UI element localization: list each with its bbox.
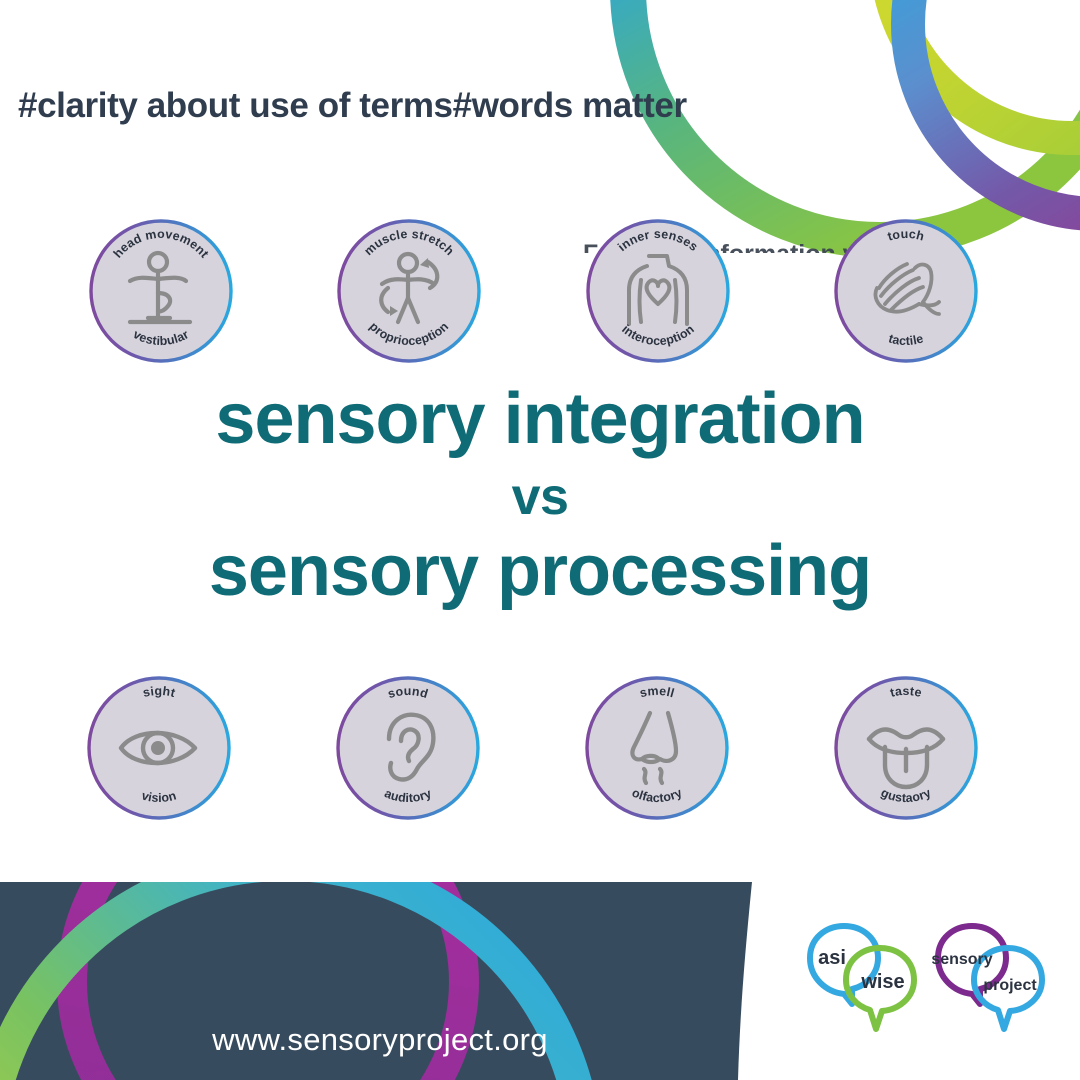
sense-top-label: sound xyxy=(386,684,430,701)
footer-arc-purple xyxy=(57,882,479,1080)
circle-ring xyxy=(834,219,978,363)
sense-top-label: touch xyxy=(886,227,926,244)
sense-circle-proprioception[interactable]: muscle stretch proprioception xyxy=(336,218,482,364)
sense-top-label: sight xyxy=(141,684,176,700)
sense-circle-tactile[interactable]: touch tactile xyxy=(833,218,979,364)
circle-ring xyxy=(585,676,729,820)
circle-ring xyxy=(336,676,480,820)
sense-top-label: taste xyxy=(889,684,923,700)
ring-yellow-green xyxy=(874,0,1080,155)
logo-project-label: project xyxy=(983,977,1037,994)
balancing-person-icon xyxy=(127,250,193,325)
ring-blue-purple xyxy=(891,0,1080,231)
asi-bubble xyxy=(807,923,881,1007)
sense-circle-auditory[interactable]: sound auditory xyxy=(335,675,481,821)
title-vs: vs xyxy=(511,468,569,526)
sense-top-label: muscle stretch xyxy=(361,227,456,258)
hashtag-words: #words matter xyxy=(452,86,687,125)
circle-labels: inner senses interoception xyxy=(615,227,700,348)
sense-bottom-label: vision xyxy=(140,788,178,805)
logo-asi-wise[interactable]: asi wise xyxy=(807,923,917,1032)
sense-top-label: smell xyxy=(638,684,676,701)
circle-labels: sight vision xyxy=(140,684,178,805)
hands-icon xyxy=(873,262,941,316)
hashtag-clarity: #clarity about use of terms xyxy=(18,86,453,125)
sense-bottom-label: olfactory xyxy=(630,785,685,805)
wise-bubble xyxy=(843,945,917,1032)
sense-bottom-label: gustaory xyxy=(879,786,933,806)
eye-icon xyxy=(118,730,198,766)
footer-url[interactable]: www.sensoryproject.org xyxy=(212,1022,548,1057)
sense-top-label: head movement xyxy=(111,227,212,261)
sense-circle-olfactory[interactable]: smell olfactory xyxy=(584,675,730,821)
logo-sensory-label: sensory xyxy=(931,951,992,968)
title-line-2: sensory processing xyxy=(208,531,872,611)
logo-sensory-project[interactable]: sensory project xyxy=(931,923,1045,1032)
sense-circle-vision[interactable]: sight vision xyxy=(86,675,232,821)
sense-bottom-label: proprioception xyxy=(367,319,452,348)
circle-labels: muscle stretch proprioception xyxy=(361,227,456,348)
sense-top-label: inner senses xyxy=(615,227,700,254)
ring-blue-green xyxy=(610,0,1080,258)
ear-icon xyxy=(386,712,436,782)
sense-bottom-label: auditory xyxy=(382,786,433,805)
sense-circle-interoception[interactable]: inner senses interoception xyxy=(585,218,731,364)
sense-bottom-label: tactile xyxy=(887,331,925,348)
hashtag-headline: #clarity about use of terms#words matter xyxy=(18,86,687,126)
logo-group: asi wise sensory project xyxy=(807,923,1045,1032)
circle-ring xyxy=(89,219,233,363)
sensory-bubble xyxy=(935,923,1009,1007)
page-title: sensory integration vs sensory processin… xyxy=(0,383,1080,607)
nose-icon xyxy=(630,710,679,786)
sense-circle-vestibular[interactable]: head movement vestibular xyxy=(88,218,234,364)
circle-labels: sound auditory xyxy=(382,684,433,805)
logo-wise-label: wise xyxy=(860,971,904,993)
footer-band xyxy=(0,882,752,1080)
mouth-tongue-icon xyxy=(866,727,946,790)
sense-bottom-label: vestibular xyxy=(131,327,191,348)
sense-circle-gustatory[interactable]: taste gustaory xyxy=(833,675,979,821)
circle-labels: head movement vestibular xyxy=(111,227,212,348)
circle-ring xyxy=(586,219,730,363)
circle-labels: smell olfactory xyxy=(630,684,685,805)
circle-labels: touch tactile xyxy=(886,227,926,348)
stretching-person-icon xyxy=(379,251,440,325)
title-line-1: sensory integration xyxy=(215,379,865,459)
torso-heart-icon xyxy=(627,254,689,326)
footer-clip-group xyxy=(0,882,752,1080)
project-bubble xyxy=(971,945,1045,1032)
logo-asi-label: asi xyxy=(818,947,846,969)
sense-bottom-label: interoception xyxy=(619,322,697,348)
circle-labels: taste gustaory xyxy=(879,684,933,806)
